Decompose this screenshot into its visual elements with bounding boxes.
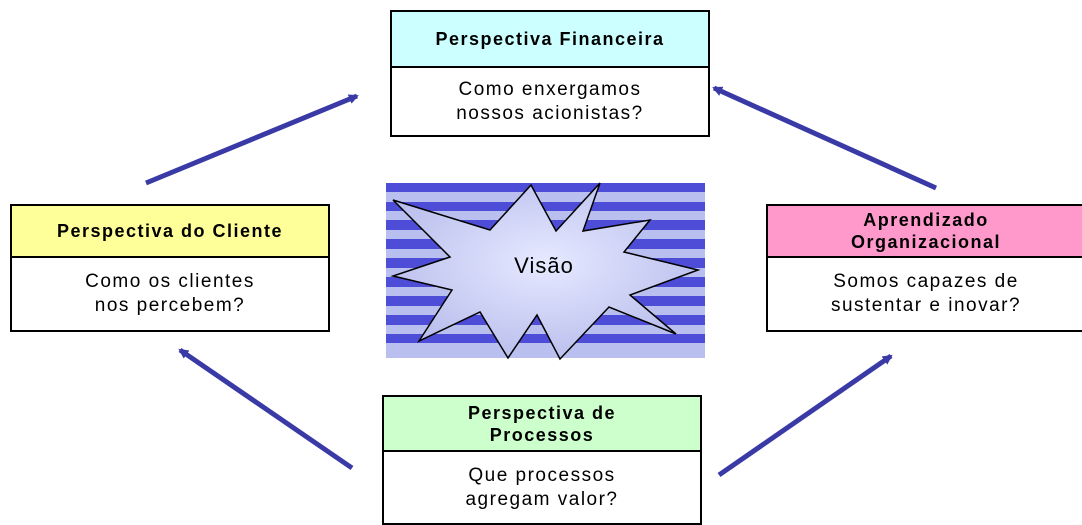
process-perspective-question: Que processos agregam valor? — [465, 464, 619, 510]
arrow-process-to-learning — [717, 353, 893, 478]
customer-perspective-box: Perspectiva do Cliente Como os clientes … — [10, 204, 330, 332]
process-perspective-title: Perspectiva de Processos — [384, 397, 700, 452]
vision-star-icon — [390, 182, 701, 361]
learning-perspective-question: Somos capazes de sustentar e inovar? — [830, 271, 1022, 316]
customer-perspective-question: Como os clientes nos percebem? — [85, 271, 255, 316]
process-perspective-box: Perspectiva de Processos Que processos a… — [382, 395, 702, 525]
arrow-learning-to-financial — [712, 85, 938, 191]
financial-perspective-box: Perspectiva Financeira Como enxergamos n… — [390, 10, 710, 137]
customer-perspective-title: Perspectiva do Cliente — [12, 206, 328, 258]
arrow-customer-to-financial — [145, 93, 359, 186]
financial-perspective-question: Como enxergamos nossos acionistas? — [456, 78, 644, 124]
financial-perspective-title: Perspectiva Financeira — [392, 12, 708, 68]
learning-perspective-title: Aprendizado Organizacional — [768, 206, 1082, 258]
vision-label: Visão — [514, 253, 574, 278]
learning-perspective-box: Aprendizado Organizacional Somos capazes… — [766, 204, 1082, 332]
arrow-process-to-customer — [178, 347, 354, 471]
